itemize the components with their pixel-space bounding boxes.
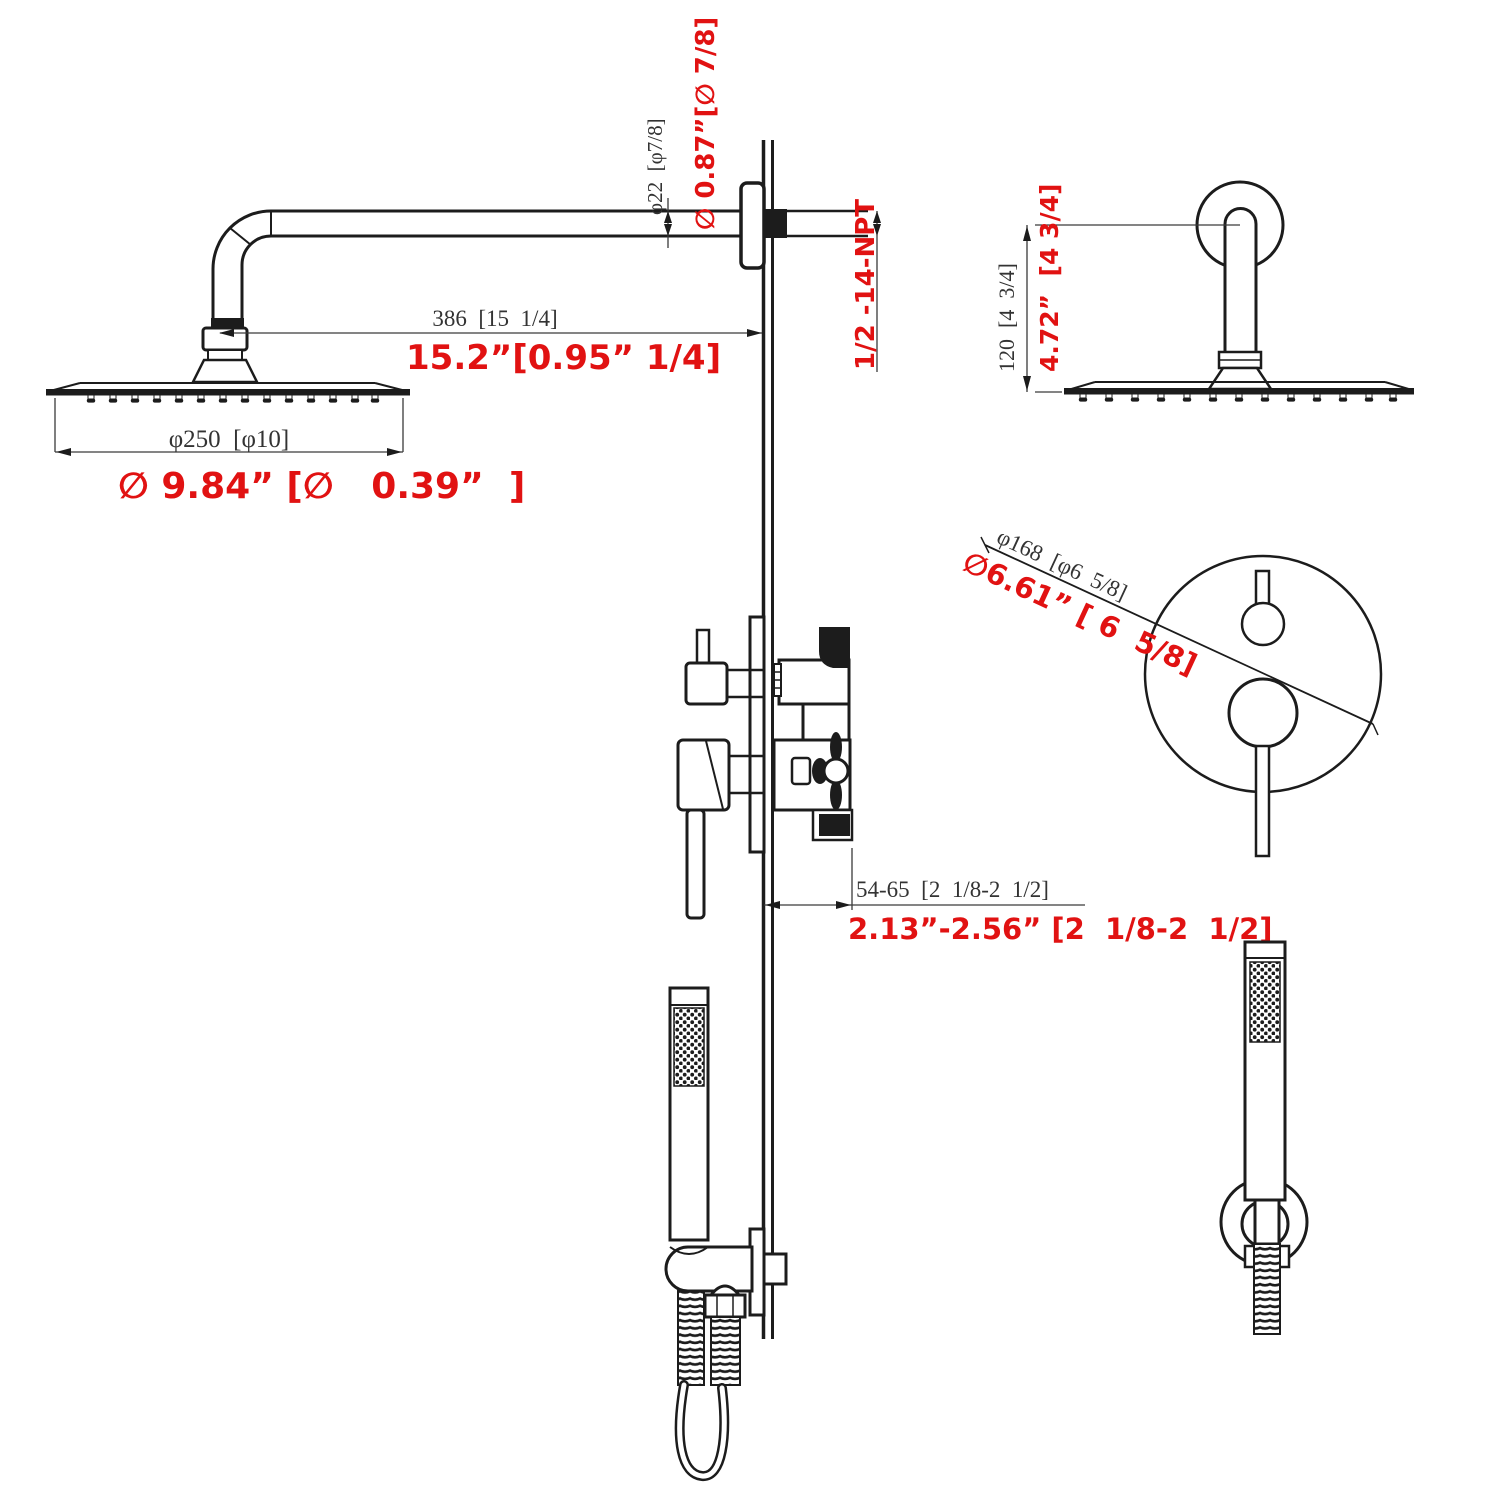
rough-in-valve-body — [772, 627, 854, 842]
side-view-hand-shower — [664, 986, 788, 1481]
dim-valve-depth: 54-65 [2 1/8-2 1/2] 2.13”-2.56” [2 1/8-2… — [764, 848, 1273, 946]
hose-coil-right — [710, 1316, 741, 1386]
dim-head-drop: 120 [4 3/4] 4.72” [4 3/4] — [994, 184, 1240, 393]
mixer-hub-front — [1227, 677, 1299, 749]
valve-bottom-port — [819, 814, 850, 836]
hand-shower-holder — [664, 1245, 754, 1293]
valve-top-port — [819, 627, 850, 668]
side-view-shower-head — [46, 382, 410, 404]
mixer-lever-front — [1254, 744, 1271, 858]
side-view-valve — [676, 615, 854, 920]
diverter-knob — [684, 661, 729, 706]
wand-spray-face-front — [1249, 961, 1281, 1043]
head-diameter-imperial: ∅ 9.84” [∅ 0.39” ] — [118, 466, 525, 507]
wall-fitting — [763, 209, 787, 238]
arm-pipe-diameter-metric: φ22 [φ7/8] — [643, 118, 667, 215]
front-view-hand-shower — [1219, 940, 1309, 1335]
valve-depth-imperial: 2.13”-2.56” [2 1/8-2 1/2] — [848, 912, 1273, 946]
front-view-valve-trim: φ168 [φ6 5/8] ∅6.61” [ 6 5/8] — [958, 524, 1383, 858]
hose-coil-left — [677, 1290, 705, 1386]
front-head-nozzles — [1078, 393, 1398, 403]
head-drop-metric: 120 [4 3/4] — [994, 263, 1019, 372]
diverter-knob-front — [1240, 601, 1286, 647]
valve-depth-metric: 54-65 [2 1/8-2 1/2] — [856, 877, 1049, 902]
head-drop-imperial: 4.72” [4 3/4] — [1035, 184, 1064, 372]
arm-length-metric: 386 [15 1/4] — [432, 306, 557, 331]
dim-arm-pipe-diameter: φ22 [φ7/8] ∅ 0.87”[∅ 7/8] — [643, 17, 721, 248]
diverter-knob-stick — [695, 628, 711, 665]
valve-trim-plate-side — [748, 615, 766, 854]
arm-pipe-diameter-imperial: ∅ 0.87”[∅ 7/8] — [691, 17, 721, 230]
front-view-shower-head — [1064, 180, 1414, 403]
dim-arm-length: 386 [15 1/4] 15.2”[0.95” 1/4] — [219, 306, 762, 378]
arm-wall-flange — [739, 181, 766, 270]
wall-thread-imperial: 1/2 -14-NPT — [851, 199, 881, 370]
side-view-shower-arm — [190, 181, 868, 384]
holder-wall-block — [762, 1252, 788, 1286]
diverter-stick-front — [1254, 569, 1271, 609]
hose-loop — [674, 1380, 730, 1481]
dim-wall-thread: 1/2 -14-NPT — [851, 199, 881, 372]
dim-head-diameter: φ250 [φ10] ∅ 9.84” [∅ 0.39” ] — [54, 398, 525, 507]
hose-coil-front — [1253, 1243, 1281, 1335]
head-nozzles — [86, 394, 380, 404]
wand-spray-face — [673, 1007, 705, 1087]
head-mount — [190, 358, 260, 384]
arm-length-imperial: 15.2”[0.95” 1/4] — [406, 338, 721, 378]
valve-cross-handle — [790, 732, 850, 810]
mixer-lever-rod — [685, 808, 706, 920]
head-diameter-metric: φ250 [φ10] — [169, 426, 290, 453]
hose-hex-nut — [703, 1293, 747, 1319]
